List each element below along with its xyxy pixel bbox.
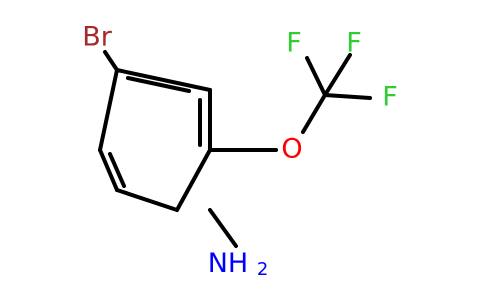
atom-nh2-main: NH	[208, 248, 249, 279]
ring-inner-bond-b	[108, 152, 126, 188]
atom-f1-label: F	[286, 28, 302, 59]
bond-f3	[323, 93, 372, 100]
ring-bond-c1-c2	[115, 68, 212, 92]
atom-f2-label: F	[346, 28, 362, 59]
ring-bond-c5-c6	[98, 148, 119, 192]
bond-nh2	[208, 208, 238, 248]
bond-f2	[323, 53, 352, 97]
atom-nh2-subscript: 2	[257, 259, 268, 280]
atom-br-label: Br	[82, 22, 113, 53]
ring-bond-c4-c5	[115, 188, 179, 212]
bond-o-cf3	[301, 93, 327, 134]
bond-br	[103, 50, 119, 72]
ring-bond-c3-c4	[175, 148, 212, 212]
bond-f1	[305, 56, 327, 97]
atom-o-label: O	[281, 134, 302, 165]
ring-inner-bond-c	[126, 76, 191, 93]
atom-f3-label: F	[382, 82, 398, 113]
atom-nh2-label: NH 2	[208, 248, 269, 281]
ring-bond-c6-c1	[98, 68, 119, 152]
